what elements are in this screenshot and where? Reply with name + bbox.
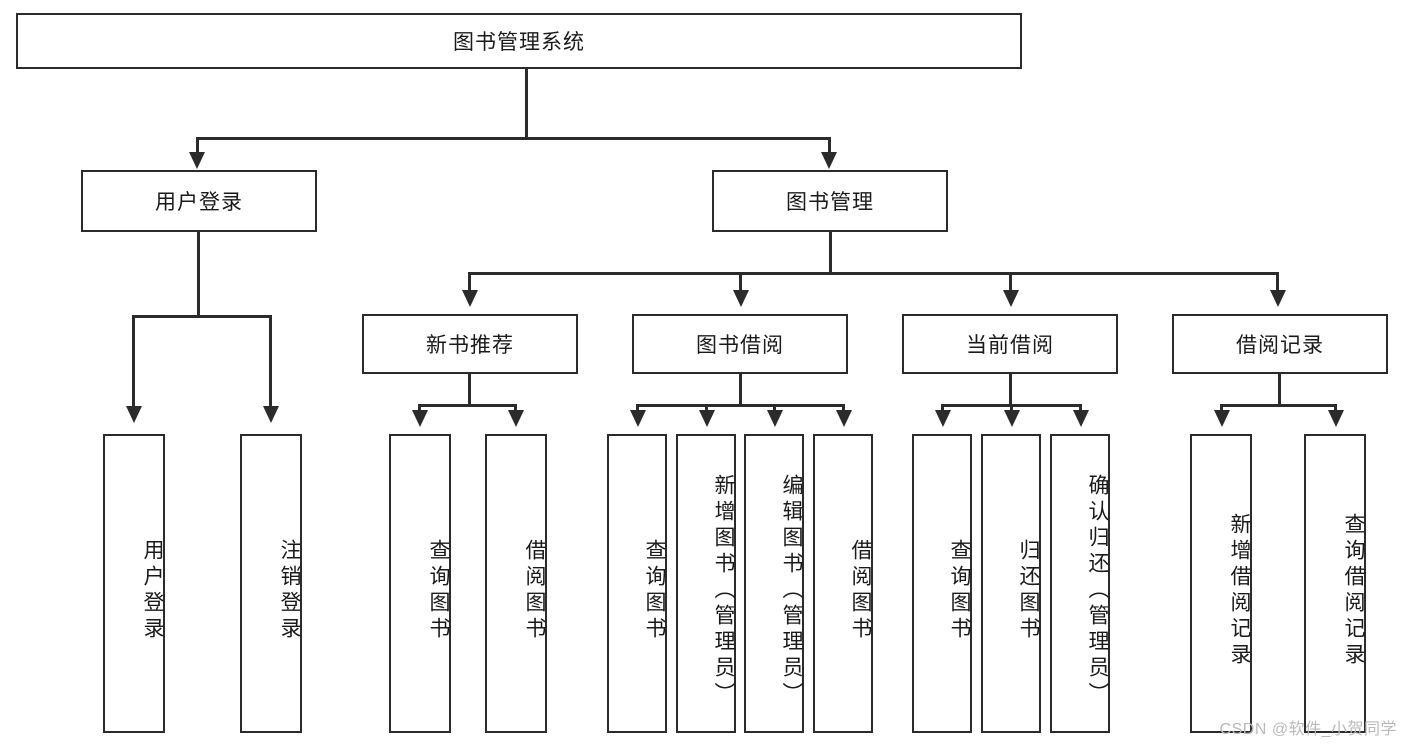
edge-book-borrow-bar <box>636 404 845 407</box>
node-leaf-return-book[interactable]: 归还图书 <box>981 434 1041 733</box>
node-leaf-return-book-label: 归还图书 <box>1017 538 1040 643</box>
edge-root-to-user-login <box>196 137 199 155</box>
node-leaf-query-book-3-label: 查询图书 <box>948 538 971 643</box>
edge-user-login-stem <box>197 232 200 317</box>
arrow-book-borrow-to-leaf-3 <box>767 410 783 427</box>
node-leaf-query-book-2-label: 查询图书 <box>643 538 666 643</box>
node-user-login-label: 用户登录 <box>155 191 243 214</box>
edge-user-login-to-leaf-1 <box>132 315 135 410</box>
node-leaf-query-book-1-label: 查询图书 <box>427 538 450 643</box>
arrow-current-borrow-to-leaf-1 <box>935 410 951 427</box>
watermark: CSDN @软件_小贺同学 <box>1219 721 1397 738</box>
arrow-current-borrow-to-leaf-2 <box>1004 410 1020 427</box>
node-leaf-user-logout-label: 注销登录 <box>278 538 301 643</box>
node-leaf-user-logout[interactable]: 注销登录 <box>240 434 302 733</box>
node-leaf-edit-book[interactable]: 编辑图书（管理员） <box>744 434 804 733</box>
node-leaf-query-record[interactable]: 查询借阅记录 <box>1304 434 1366 733</box>
arrow-book-borrow-to-leaf-2 <box>699 410 715 427</box>
node-borrow-record[interactable]: 借阅记录 <box>1172 314 1388 374</box>
arrow-root-to-user-login <box>189 152 205 169</box>
edge-book-manage-bar <box>468 272 1279 275</box>
arrow-borrow-record-to-leaf-1 <box>1214 410 1230 427</box>
edge-current-borrow-to-leaf-3 <box>1079 404 1082 413</box>
node-root[interactable]: 图书管理系统 <box>16 13 1022 69</box>
node-book-manage-label: 图书管理 <box>786 191 874 214</box>
edge-book-manage-to-current-borrow <box>1009 272 1012 292</box>
edge-new-book-stem <box>468 374 471 406</box>
arrow-new-book-to-leaf-2 <box>508 410 524 427</box>
arrow-book-manage-to-current-borrow <box>1003 290 1019 307</box>
edge-new-book-bar <box>418 404 517 407</box>
node-leaf-query-book-1[interactable]: 查询图书 <box>389 434 451 733</box>
edge-book-borrow-to-leaf-1 <box>636 404 639 413</box>
edge-new-book-to-leaf-1 <box>418 404 421 413</box>
edge-borrow-record-to-leaf-2 <box>1334 404 1337 413</box>
arrow-book-manage-to-borrow-record <box>1270 290 1286 307</box>
node-current-borrow[interactable]: 当前借阅 <box>902 314 1118 374</box>
edge-book-borrow-to-leaf-4 <box>842 404 845 413</box>
edge-current-borrow-stem <box>1009 374 1012 406</box>
node-book-borrow-label: 图书借阅 <box>696 334 784 357</box>
edge-borrow-record-bar <box>1220 404 1337 407</box>
node-user-login[interactable]: 用户登录 <box>81 170 317 232</box>
node-leaf-user-login-label: 用户登录 <box>141 538 164 643</box>
edge-borrow-record-stem <box>1278 374 1281 406</box>
edge-current-borrow-to-leaf-1 <box>941 404 944 413</box>
edge-book-borrow-to-leaf-2 <box>705 404 708 413</box>
node-new-book-recommend-label: 新书推荐 <box>426 334 514 357</box>
edge-user-login-to-leaf-2 <box>269 315 272 410</box>
arrow-user-login-to-leaf-1 <box>126 406 142 423</box>
node-leaf-borrow-book-1-label: 借阅图书 <box>523 538 546 643</box>
node-book-manage[interactable]: 图书管理 <box>712 170 948 232</box>
node-leaf-confirm-return-label: 确认归还（管理员） <box>1086 473 1109 708</box>
node-leaf-query-book-2[interactable]: 查询图书 <box>607 434 667 733</box>
node-leaf-query-book-3[interactable]: 查询图书 <box>912 434 972 733</box>
node-leaf-confirm-return[interactable]: 确认归还（管理员） <box>1050 434 1110 733</box>
arrow-book-borrow-to-leaf-4 <box>836 410 852 427</box>
edge-book-borrow-stem <box>739 374 742 406</box>
edge-root-to-book-manage <box>828 137 831 155</box>
node-leaf-add-record-label: 新增借阅记录 <box>1228 512 1251 669</box>
arrow-root-to-book-manage <box>821 152 837 169</box>
edge-borrow-record-to-leaf-1 <box>1220 404 1223 413</box>
node-borrow-record-label: 借阅记录 <box>1236 334 1324 357</box>
arrow-new-book-to-leaf-1 <box>412 410 428 427</box>
edge-book-manage-to-new-book <box>468 272 471 292</box>
edge-root-bar <box>196 137 830 140</box>
arrow-user-login-to-leaf-2 <box>263 406 279 423</box>
node-leaf-add-record[interactable]: 新增借阅记录 <box>1190 434 1252 733</box>
node-book-borrow[interactable]: 图书借阅 <box>632 314 848 374</box>
node-leaf-user-login[interactable]: 用户登录 <box>103 434 165 733</box>
edge-new-book-to-leaf-2 <box>514 404 517 413</box>
node-new-book-recommend[interactable]: 新书推荐 <box>362 314 578 374</box>
node-leaf-edit-book-label: 编辑图书（管理员） <box>780 473 803 708</box>
edge-book-manage-to-borrow-record <box>1276 272 1279 292</box>
arrow-book-manage-to-book-borrow <box>733 290 749 307</box>
node-leaf-add-book-label: 新增图书（管理员） <box>712 473 735 708</box>
node-leaf-query-record-label: 查询借阅记录 <box>1342 512 1365 669</box>
edge-user-login-bar <box>132 315 270 318</box>
arrow-current-borrow-to-leaf-3 <box>1073 410 1089 427</box>
edge-book-borrow-to-leaf-3 <box>773 404 776 413</box>
arrow-book-borrow-to-leaf-1 <box>630 410 646 427</box>
node-leaf-add-book[interactable]: 新增图书（管理员） <box>676 434 736 733</box>
node-leaf-borrow-book-2-label: 借阅图书 <box>849 538 872 643</box>
edge-book-manage-stem <box>829 232 832 274</box>
edge-current-borrow-to-leaf-2 <box>1010 404 1013 413</box>
edge-book-manage-to-book-borrow <box>739 272 742 292</box>
node-current-borrow-label: 当前借阅 <box>966 334 1054 357</box>
arrow-book-manage-to-new-book <box>462 290 478 307</box>
node-root-label: 图书管理系统 <box>453 31 585 54</box>
node-leaf-borrow-book-2[interactable]: 借阅图书 <box>813 434 873 733</box>
arrow-borrow-record-to-leaf-2 <box>1328 410 1344 427</box>
node-leaf-borrow-book-1[interactable]: 借阅图书 <box>485 434 547 733</box>
edge-root-stem <box>525 69 528 139</box>
